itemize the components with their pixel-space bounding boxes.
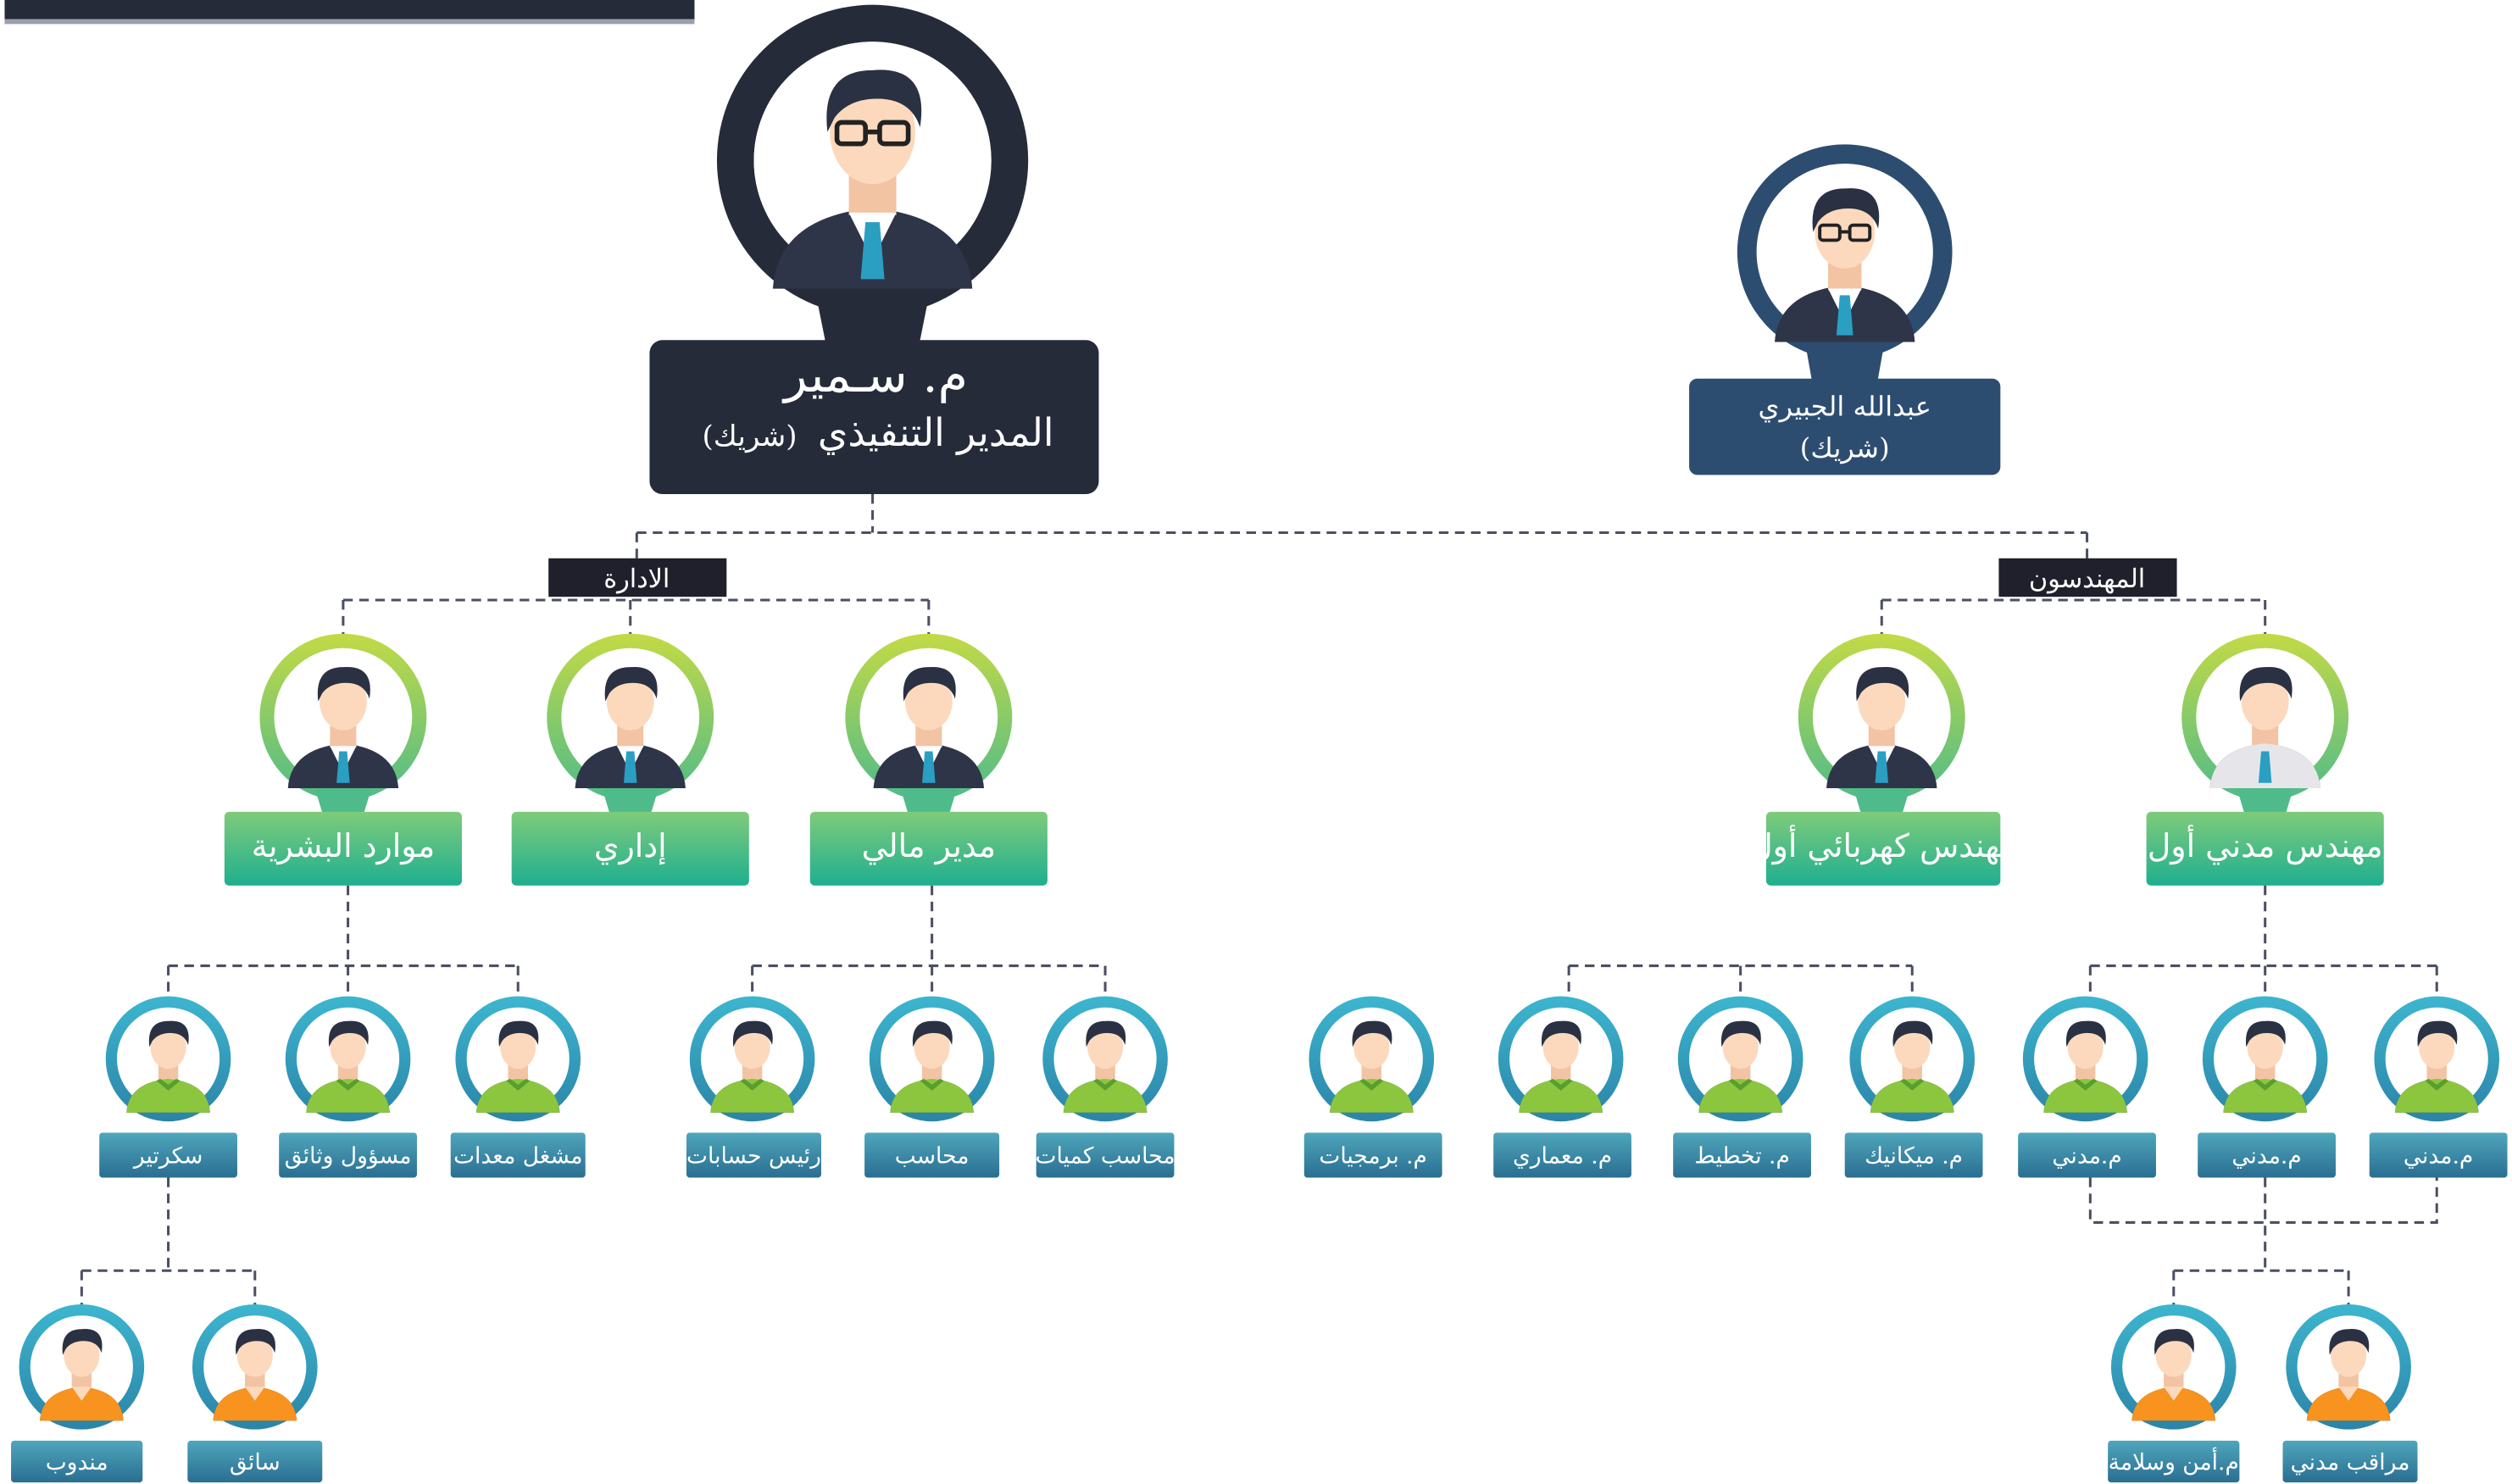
staff-label: سكرتير — [132, 1142, 203, 1169]
worker-orange-shirt-avatar-icon — [205, 1317, 304, 1420]
businessman-avatar-icon — [277, 652, 408, 788]
staff-row: سكرتير مسؤول وثائق مشغل معدات رئيس حسابات مح… — [99, 996, 2508, 1178]
employee-green-shirt-avatar-icon — [882, 1009, 981, 1113]
businessman-avatar-icon — [863, 652, 994, 788]
staff-label: م. معماري — [1513, 1142, 1612, 1169]
staff-node: محاسب كميات — [1036, 996, 1175, 1178]
staff-label: م. تخطيط — [1694, 1142, 1790, 1169]
employee-green-shirt-avatar-icon — [2215, 1009, 2315, 1113]
staff-node: مشغل معدات — [450, 996, 586, 1178]
staff-node: م. ميكانيك — [1844, 996, 1983, 1178]
staff-node: سكرتير — [99, 996, 237, 1178]
worker-orange-shirt-avatar-icon — [2124, 1317, 2223, 1420]
staff-label: محاسب — [895, 1142, 970, 1169]
manager-node-hr: موارد البشرية — [224, 633, 462, 886]
worker-label: م.أمن وسلامة — [2109, 1447, 2239, 1476]
staff-label: م.مدني — [2052, 1142, 2121, 1169]
manager-node-electrical: مهندس كهربائي أول — [1749, 633, 2017, 886]
staff-label: محاسب كميات — [1036, 1142, 1175, 1169]
worker-node: مراقب مدني — [2282, 1303, 2418, 1483]
worker-label: سائق — [230, 1449, 281, 1476]
staff-node: رئيس حسابات — [686, 996, 822, 1178]
employee-green-shirt-avatar-icon — [1691, 1009, 1790, 1113]
employee-green-shirt-avatar-icon — [1322, 1009, 1421, 1113]
worker-node: م.أمن وسلامة — [2108, 1303, 2240, 1483]
manager-label: مهندس كهربائي أول — [1749, 825, 2017, 865]
worker-orange-shirt-avatar-icon — [32, 1317, 131, 1420]
partner-node: عبدالله الجبيري (شريك) — [1689, 144, 2001, 475]
employee-green-shirt-avatar-icon — [703, 1009, 802, 1113]
corner-banner — [4, 0, 695, 25]
staff-label: مسؤول وثائق — [285, 1142, 412, 1169]
manager-label: مهندس مدني أول — [2148, 825, 2383, 865]
employee-green-shirt-avatar-icon — [1863, 1009, 1962, 1113]
section-engineers-label: المهندسون — [2029, 564, 2145, 594]
ceo-name: م. سـمير — [781, 347, 968, 403]
staff-label: م.مدني — [2231, 1142, 2301, 1169]
manager-label: مدير مالي — [862, 827, 996, 865]
workers-row: مندوب سائق م.أمن وسلامة مراقب مدني — [11, 1303, 2418, 1483]
partner-name: عبدالله الجبيري — [1758, 390, 1931, 422]
staff-node: م. تخطيط — [1673, 996, 1811, 1178]
manager-node-finance: مدير مالي — [809, 633, 1048, 886]
partner-tag: (شريك) — [1800, 431, 1890, 464]
businessman-avatar-icon — [1816, 652, 1948, 788]
section-admin-label: الادارة — [603, 564, 670, 594]
managers-row: موارد البشرية إداري مدير مالي مهندس كهربائي… — [224, 633, 2384, 886]
staff-node: مسؤول وثائق — [279, 996, 417, 1178]
worker-orange-shirt-avatar-icon — [2298, 1317, 2398, 1420]
employee-green-shirt-avatar-icon — [2036, 1009, 2135, 1113]
ceo-title: المدير التنفيذي — [818, 410, 1054, 455]
staff-node: محاسب — [864, 996, 1000, 1178]
employee-green-shirt-avatar-icon — [298, 1009, 397, 1113]
employee-green-shirt-avatar-icon — [469, 1009, 568, 1113]
section-admin: الادارة — [548, 558, 727, 597]
staff-node: م.مدني — [2018, 996, 2156, 1178]
staff-label: م.مدني — [2404, 1142, 2473, 1169]
manager-node-civil: مهندس مدني أول — [2146, 633, 2384, 886]
staff-label: م. برمجيات — [1319, 1142, 1427, 1169]
partner-avatar-icon — [1761, 169, 1928, 342]
staff-node: م. برمجيات — [1303, 996, 1442, 1178]
staff-node: م.مدني — [2369, 996, 2508, 1178]
staff-label: م. ميكانيك — [1865, 1142, 1963, 1169]
manager-label: موارد البشرية — [252, 827, 435, 865]
employee-green-shirt-avatar-icon — [119, 1009, 218, 1113]
businessman-white-shirt-avatar-icon — [2199, 652, 2331, 788]
employee-green-shirt-avatar-icon — [2387, 1009, 2487, 1113]
staff-label: مشغل معدات — [453, 1142, 582, 1169]
worker-label: مندوب — [46, 1449, 108, 1476]
staff-node: م.مدني — [2198, 996, 2336, 1178]
businessman-avatar-icon — [564, 652, 696, 788]
worker-node: مندوب — [11, 1303, 145, 1483]
manager-label: إداري — [594, 827, 667, 865]
section-engineers: المهندسون — [1998, 558, 2177, 597]
connector-line — [2088, 1177, 2438, 1224]
staff-label: رئيس حسابات — [686, 1142, 821, 1169]
ceo-node: م. سـمير المدير التنفيذي (شريك) — [649, 4, 1099, 495]
employee-green-shirt-avatar-icon — [1511, 1009, 1610, 1113]
worker-label: مراقب مدني — [2291, 1449, 2410, 1476]
manager-node-administrative: إداري — [511, 633, 749, 886]
connector-lines — [80, 494, 2438, 1306]
ceo-avatar-icon — [753, 42, 991, 288]
staff-node: م. معماري — [1493, 996, 1631, 1178]
worker-node: سائق — [187, 1303, 323, 1483]
ceo-tag: (شريك) — [702, 420, 797, 453]
employee-green-shirt-avatar-icon — [1055, 1009, 1154, 1113]
